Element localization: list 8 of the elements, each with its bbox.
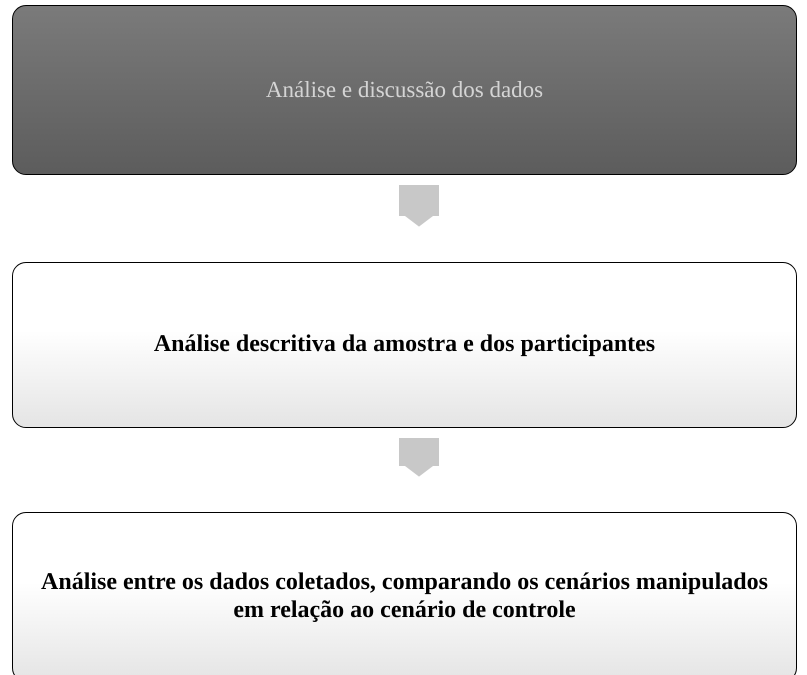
process-box [12,262,797,428]
box-text: Análise e discussão dos dados [264,76,544,104]
arrow [399,438,439,477]
box-text: Análise descritiva da amostra e dos participantes [152,331,656,359]
process-box [12,512,797,675]
box-text: Análise entre os dados coletados, comparando os cenários manipulados em relação ao cenário de controle [40,569,769,625]
arrow [399,185,439,227]
process-box [12,5,797,175]
